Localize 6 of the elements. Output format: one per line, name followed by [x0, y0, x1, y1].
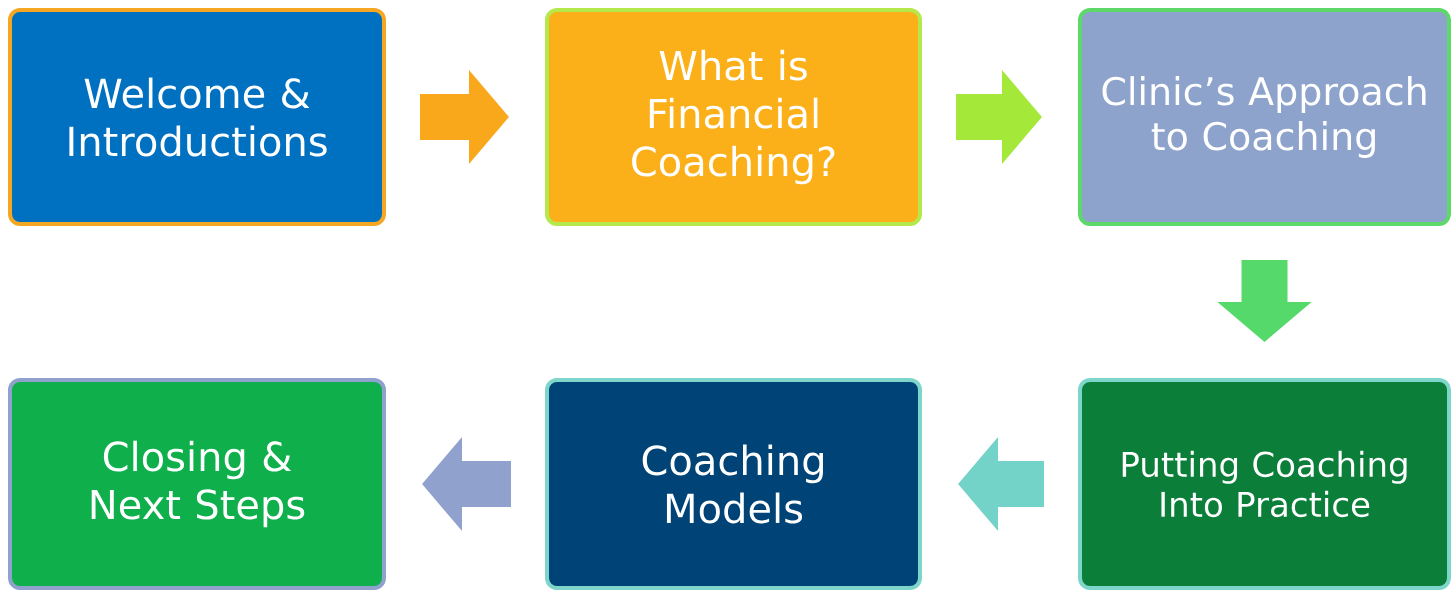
process-box: Welcome & Introductions — [8, 8, 386, 226]
process-box: Closing & Next Steps — [8, 378, 386, 590]
process-box: What is Financial Coaching? — [545, 8, 922, 226]
process-box: Clinic’s Approach to Coaching — [1078, 8, 1451, 226]
process-box: Coaching Models — [545, 378, 922, 590]
process-box: Putting Coaching Into Practice — [1078, 378, 1451, 590]
